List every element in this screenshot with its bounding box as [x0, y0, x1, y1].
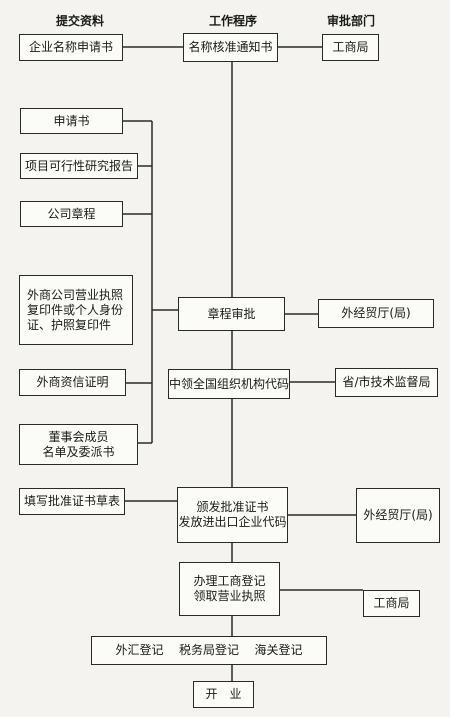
charter-review-box: 章程审批: [178, 297, 285, 331]
registrations-box: 外汇登记 税务局登记 海关登记: [91, 636, 327, 665]
cert-form-box: 填写批准证书草表: [19, 488, 125, 515]
opening-box: 开 业: [193, 681, 254, 708]
icb-box-bottom: 工商局: [363, 590, 420, 617]
board-line-2: 名单及委派书: [42, 444, 115, 459]
business-registration-box: 办理工商登记 领取营业执照: [179, 562, 280, 616]
license-line-3: 证、护照复印件: [27, 317, 112, 332]
icb-box-top: 工商局: [322, 34, 379, 61]
foreign-trade-bureau-box-2: 外经贸厅(局): [356, 488, 440, 543]
quality-supervision-box: 省/市技术监督局: [335, 368, 438, 397]
header-approval: 审批部门: [327, 14, 376, 28]
license-line-1: 外商公司营业执照: [27, 287, 124, 302]
cert-line-1: 颁发批准证书: [196, 500, 269, 514]
registration-line-2: 领取营业执照: [193, 589, 266, 603]
foreign-trade-bureau-box-1: 外经贸厅(局): [318, 299, 434, 328]
board-members-box: 董事会成员 名单及委派书: [19, 424, 138, 465]
application-box: 申请书: [20, 108, 123, 134]
cert-line-2: 发放进出口企业代码: [178, 515, 287, 529]
feasibility-report-box: 项目可行性研究报告: [20, 153, 138, 179]
name-application-box: 企业名称申请书: [19, 34, 123, 61]
approval-cert-box: 颁发批准证书 发放进出口企业代码: [177, 487, 288, 543]
name-notice-box: 名称核准通知书: [183, 33, 278, 62]
license-line-2: 复印件或个人身份: [27, 302, 124, 317]
registration-line-1: 办理工商登记: [193, 574, 266, 588]
company-charter-box: 公司章程: [20, 201, 123, 227]
business-license-box: 外商公司营业执照 复印件或个人身份 证、护照复印件: [19, 275, 133, 345]
forex-registration: 外汇登记: [115, 643, 164, 657]
org-code-box: 中领全国组织机构代码: [168, 369, 290, 399]
credit-proof-box: 外商资信证明: [19, 369, 126, 396]
board-line-1: 董事会成员: [48, 429, 109, 444]
header-procedure: 工作程序: [209, 14, 258, 28]
customs-registration: 海关登记: [254, 643, 303, 657]
tax-registration: 税务局登记: [178, 643, 239, 657]
header-submit: 提交资料: [56, 14, 105, 28]
